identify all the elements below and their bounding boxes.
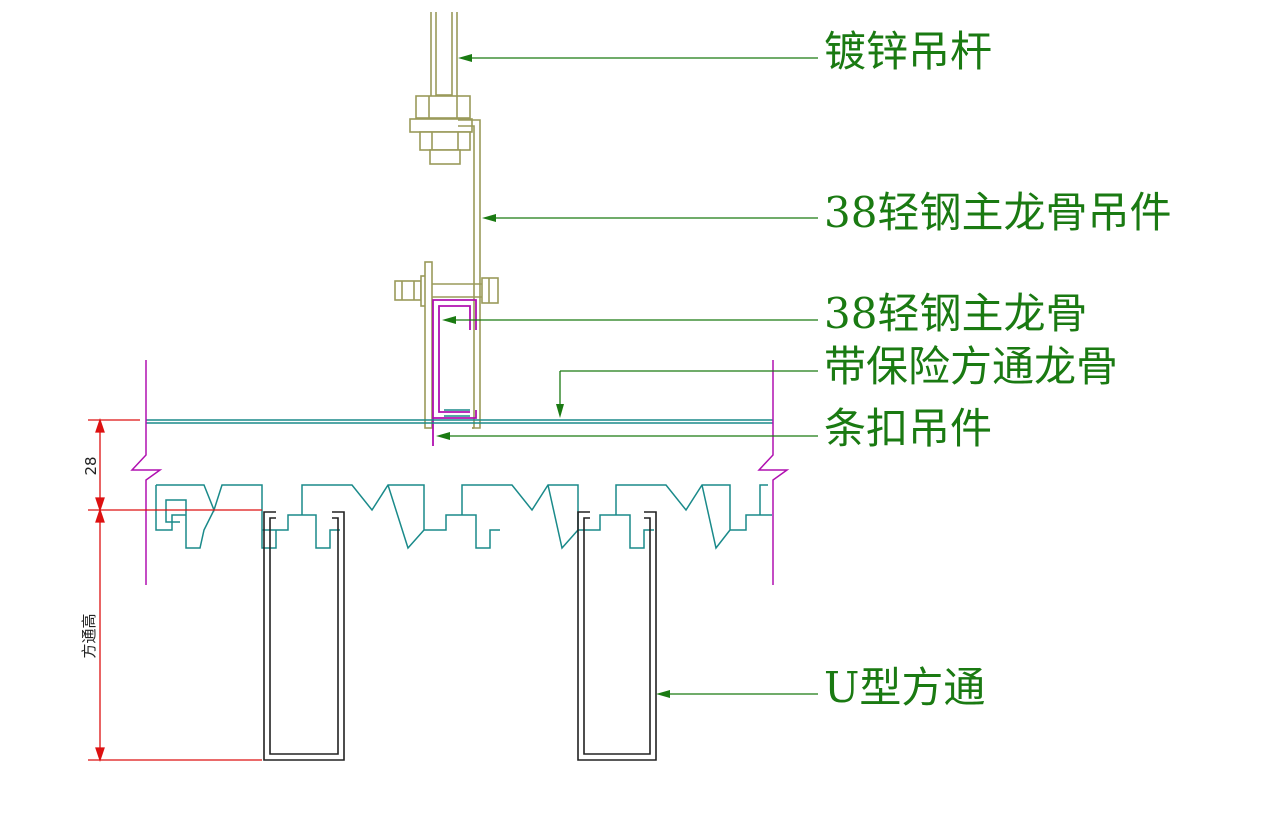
label-u-tube: U型方通 [824, 663, 985, 712]
label-main-runner-hanger: 38轻钢主龙骨吊件 [824, 188, 1171, 237]
strip-profile [155, 484, 772, 550]
clamp-bolt [394, 261, 499, 429]
u-tube-left [263, 511, 345, 761]
clip-hanger [444, 409, 470, 417]
label-clip-hanger: 条扣吊件 [824, 404, 992, 453]
dimension-lines [88, 417, 262, 763]
dimension-top-value: 28 [82, 456, 100, 475]
label-main-runner: 38轻钢主龙骨 [824, 289, 1087, 338]
break-lines [130, 360, 790, 585]
leader-arrowheads [436, 54, 670, 698]
label-hanger-rod: 镀锌吊杆 [824, 27, 992, 76]
main-runner-hanger [458, 119, 481, 429]
leader-lines [440, 57, 818, 695]
rod-nuts [409, 95, 473, 165]
dimension-tube-height: 方通高 [80, 613, 98, 658]
label-carrier: 带保险方通龙骨 [824, 342, 1118, 391]
carrier-bar [146, 419, 773, 424]
u-tube-right [577, 511, 657, 761]
